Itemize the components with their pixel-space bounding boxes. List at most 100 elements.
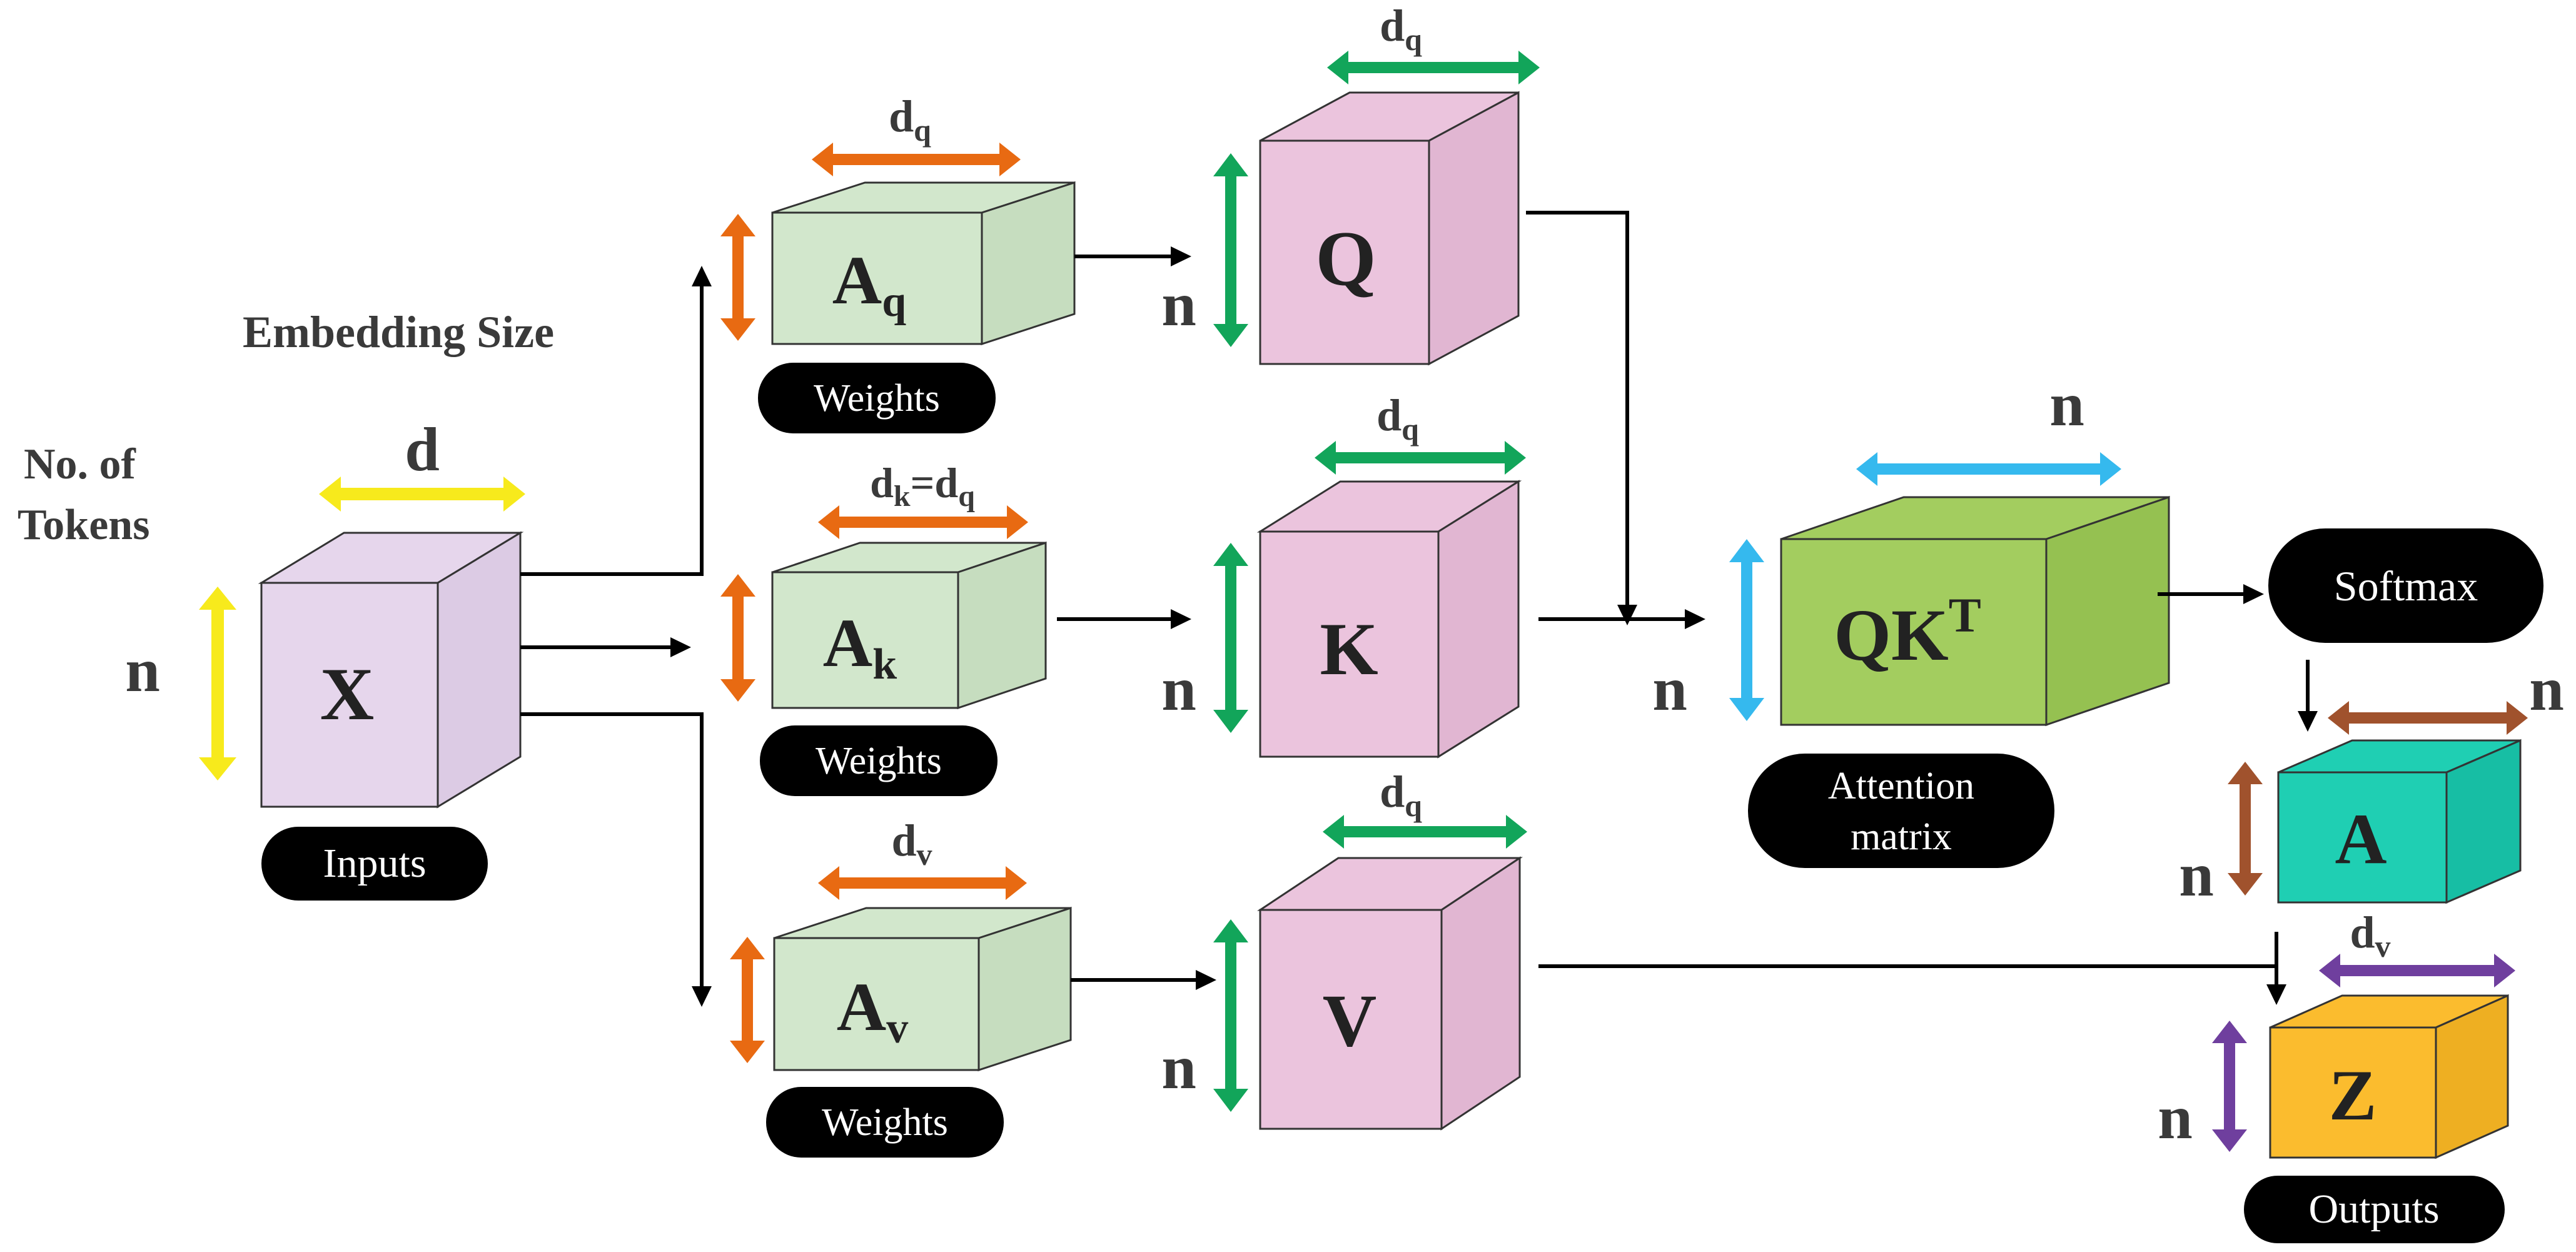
z-dv-label: dv (2350, 907, 2390, 964)
k-n-arrow (1213, 543, 1248, 733)
v-dq-label: dq (1380, 767, 1422, 823)
x-to-av-arrowhead (692, 986, 712, 1007)
ak-dk-eq-dq-label: dk=dq (870, 459, 975, 513)
q-dq-arrow (1327, 51, 1540, 84)
q-cube-front (1259, 139, 1430, 365)
q-to-qkt-connector (1526, 211, 1629, 610)
v-to-z-connector (1538, 964, 2278, 989)
q-cube-side (1428, 91, 1520, 366)
z-n-arrow (2212, 1021, 2247, 1152)
ak-to-k-arrowhead (1171, 609, 1191, 629)
av-cube-front (773, 937, 980, 1071)
v-cube-front (1259, 909, 1443, 1130)
no-of-tokens-label-line2: Tokens (18, 501, 149, 549)
softmax-pill-label: Softmax (2334, 562, 2478, 610)
q-cube-label: Q (1315, 216, 1376, 302)
softmax-to-a-arrowhead (2298, 711, 2318, 732)
inputs-pill-label: Inputs (323, 841, 427, 886)
attention-matrix-pill-line1: Attention (1828, 765, 1974, 807)
x-to-aq-connector (520, 281, 704, 576)
a-cube-front (2277, 771, 2448, 904)
q-to-qkt-arrowhead (1617, 605, 1637, 625)
inputs-pill: Inputs (261, 827, 488, 901)
k-to-qkt-arrowhead (1685, 609, 1705, 629)
av-weights-pill: Weights (766, 1087, 1004, 1158)
qkt-n-top-label: n (2049, 370, 2084, 439)
z-cube-label: Z (2329, 1056, 2377, 1135)
a-cube: A (2277, 739, 2522, 904)
d-dimension-arrow (319, 477, 525, 512)
d-dimension-label: d (405, 415, 440, 484)
q-n-label: n (1161, 270, 1196, 339)
v-cube: V (1257, 856, 1523, 1131)
x-cube-label: X (320, 652, 375, 735)
k-dq-arrow (1315, 441, 1526, 475)
x-to-ak-arrowhead (670, 637, 691, 657)
embedding-size-label: Embedding Size (243, 307, 554, 357)
k-dq-label: dq (1376, 390, 1419, 447)
x-cube-front (260, 582, 439, 808)
softmax-pill: Softmax (2268, 528, 2543, 643)
ak-dk-arrow (818, 505, 1028, 539)
q-cube: Q (1259, 91, 1520, 366)
ak-cube-front (771, 571, 959, 709)
qkt-to-softmax-arrowhead (2243, 584, 2264, 604)
qkt-cube: QKT (1780, 495, 2170, 727)
av-n-arrow (730, 937, 765, 1063)
k-cube-label: K (1320, 607, 1378, 690)
v-n-arrow (1213, 919, 1248, 1112)
qkt-n-left-arrow (1729, 539, 1764, 721)
v-to-z-arrowhead (2266, 984, 2286, 1005)
ak-weights-pill-label: Weights (816, 740, 942, 782)
qkt-n-left-label: n (1652, 654, 1687, 724)
x-n-arrow (199, 587, 236, 780)
av-dv-arrow (818, 866, 1027, 900)
aq-weights-pill: Weights (758, 363, 996, 433)
x-cube: X (258, 531, 524, 809)
aq-cube-front (771, 211, 983, 345)
a-n-top-label: n (2529, 654, 2564, 724)
z-n-label: n (2158, 1083, 2193, 1152)
qkt-cube-label: QKT (1834, 588, 1981, 676)
v-n-label: n (1161, 1032, 1196, 1102)
ak-cube-side (957, 541, 1047, 710)
av-to-v-arrowhead (1196, 970, 1216, 990)
z-cube-front (2269, 1026, 2437, 1159)
q-n-arrow (1213, 153, 1248, 347)
v-cube-label: V (1323, 979, 1377, 1062)
no-of-tokens-label-line1: No. of (24, 440, 136, 488)
ak-n-arrow (720, 574, 755, 702)
z-dv-arrow (2319, 954, 2515, 987)
z-cube: Z (2269, 994, 2509, 1159)
k-cube-front (1259, 530, 1440, 758)
av-weights-pill-label: Weights (822, 1101, 948, 1144)
ak-weights-pill: Weights (760, 725, 998, 796)
k-n-label: n (1161, 654, 1196, 724)
q-dq-label: dq (1380, 1, 1422, 57)
a-n-top-arrow (2328, 701, 2528, 735)
aq-to-q-arrowhead (1171, 246, 1191, 266)
outputs-pill: Outputs (2244, 1176, 2505, 1243)
aq-dq-label: dq (889, 91, 931, 148)
ak-cube-label: Ak (823, 605, 897, 689)
x-n-label: n (125, 635, 160, 705)
x-to-av-connector (520, 712, 704, 991)
attention-matrix-pill: Attention matrix (1748, 754, 2054, 868)
qkt-n-top-arrow (1856, 452, 2121, 486)
attention-matrix-pill-line2: matrix (1851, 815, 1952, 858)
a-n-left-arrow (2228, 762, 2263, 896)
v-dq-arrow (1323, 815, 1527, 849)
k-cube: K (1256, 480, 1522, 759)
aq-cube: Aq (771, 181, 1076, 346)
a-cube-label: A (2335, 799, 2387, 879)
x-to-aq-arrowhead (692, 266, 712, 286)
aq-weights-pill-label: Weights (814, 377, 940, 420)
qkt-cube-front (1780, 538, 2048, 726)
a-n-left-label: n (2179, 840, 2214, 909)
aq-cube-label: Aq (832, 242, 906, 326)
aq-dq-arrow (812, 143, 1021, 176)
ak-cube: Ak (771, 541, 1047, 710)
aq-n-arrow (720, 214, 755, 341)
av-dv-label: dv (891, 815, 932, 872)
